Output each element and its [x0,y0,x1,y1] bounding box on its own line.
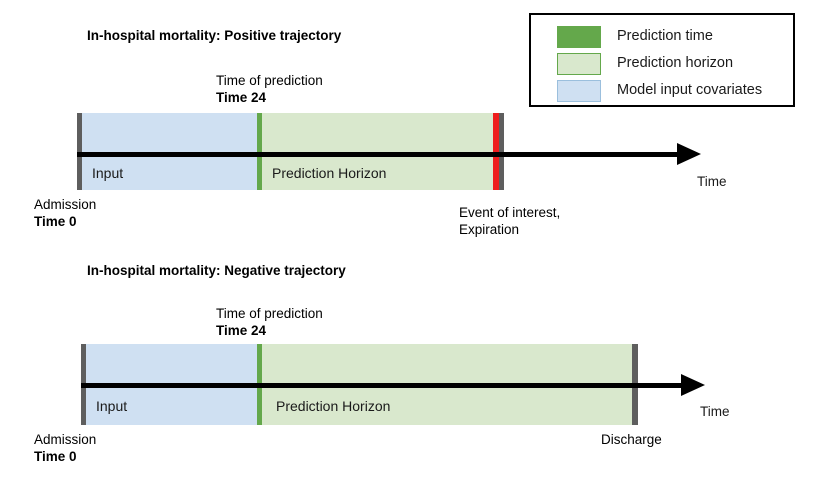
endpoint-admission-line1-negative: Admission [34,432,97,447]
legend-label-prediction-horizon: Prediction horizon [617,55,734,72]
axis-caption-negative: Time [700,404,730,419]
legend-item-prediction-horizon: Prediction horizon [557,51,793,76]
legend-item-model-input-covariates: Model input covariates [557,78,793,103]
band-prediction-horizon-positive [260,113,494,190]
endpoint-label-admission-positive: Admission Time 0 [34,196,96,230]
prediction-callout-positive: Time of prediction Time 24 [216,72,323,106]
axis-arrow-icon-positive [677,143,701,165]
marker-prediction-time-positive [257,113,262,190]
legend-swatch-icon-model-input-covariates [557,79,601,102]
legend: Prediction time Prediction horizon Model… [529,13,795,107]
legend-swatch-icon-prediction-time [557,25,601,48]
prediction-callout-line1-negative: Time of prediction [216,306,323,321]
endpoint-expiration-line1-positive: Event of interest, [459,205,561,220]
prediction-callout-line1-positive: Time of prediction [216,73,323,88]
legend-item-prediction-time: Prediction time [557,24,793,49]
endpoint-label-discharge-negative: Discharge [601,431,662,448]
marker-expiration-positive [493,113,499,190]
marker-admission-positive [77,113,82,190]
axis-arrow-icon-negative [681,374,705,396]
legend-label-model-input-covariates: Model input covariates [617,82,763,99]
endpoint-label-admission-negative: Admission Time 0 [34,431,96,465]
panel-title-negative-trajectory: In-hospital mortality: Negative trajecto… [87,263,346,278]
endpoint-admission-line2-positive: Time 0 [34,214,77,229]
axis-line-negative [81,383,681,388]
endpoint-admission-line2-negative: Time 0 [34,449,77,464]
band-label-input-negative: Input [96,398,128,414]
band-label-input-positive: Input [92,165,124,181]
prediction-callout-negative: Time of prediction Time 24 [216,305,323,339]
prediction-callout-line2-positive: Time 24 [216,90,267,105]
endpoint-admission-line1-positive: Admission [34,197,97,212]
legend-swatch-icon-prediction-horizon [557,52,601,75]
marker-event-edge-positive [499,113,504,190]
legend-label-prediction-time: Prediction time [617,28,713,45]
band-label-horizon-positive: Prediction Horizon [272,165,387,181]
panel-title-positive-trajectory: In-hospital mortality: Positive trajecto… [87,28,342,43]
axis-line-positive [77,152,677,157]
prediction-callout-line2-negative: Time 24 [216,323,267,338]
band-model-input-positive [81,113,260,190]
endpoint-discharge-line1-negative: Discharge [601,432,662,447]
endpoint-expiration-line2-positive: Expiration [459,222,520,237]
endpoint-label-expiration-positive: Event of interest, Expiration [459,204,560,238]
band-label-horizon-negative: Prediction Horizon [276,398,391,414]
axis-caption-positive: Time [697,174,727,189]
